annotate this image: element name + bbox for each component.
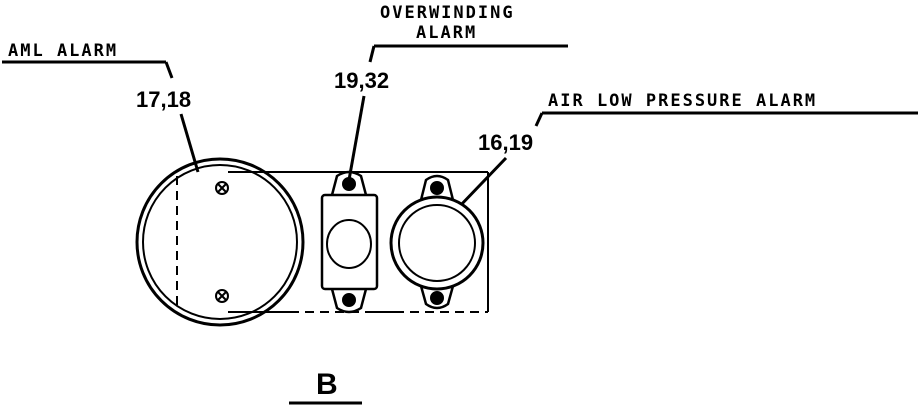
aml-lower-screw bbox=[215, 289, 229, 303]
air-low-pressure-alarm-callout: AIR LOW PRESSURE ALARM 16,19 bbox=[456, 91, 918, 210]
overwinding-top-lug bbox=[330, 170, 368, 196]
overwinding-alarm-title-line2: ALARM bbox=[416, 23, 477, 43]
air-outer-ring bbox=[389, 195, 485, 291]
aml-bell-inner-rim bbox=[142, 164, 298, 320]
air-top-screw bbox=[430, 181, 444, 195]
aml-upper-screw bbox=[215, 181, 229, 195]
air-low-pressure-alarm-elbow bbox=[534, 112, 544, 127]
overwinding-alarm-elbow bbox=[368, 45, 376, 63]
mounting-panel bbox=[228, 171, 489, 313]
air-bottom-lug bbox=[419, 285, 455, 310]
overwinding-top-screw bbox=[342, 177, 356, 191]
overwinding-face bbox=[326, 219, 372, 269]
air-low-pressure-alarm-leader bbox=[456, 156, 508, 210]
overwinding-body bbox=[320, 193, 379, 291]
overwinding-alarm-buzzer bbox=[320, 170, 379, 314]
aml-alarm-refs: 17,18 bbox=[136, 87, 191, 112]
view-letter: B bbox=[316, 368, 338, 401]
aml-alarm-callout: AML ALARM 17,18 bbox=[2, 41, 200, 173]
overwinding-alarm-leader bbox=[347, 95, 366, 181]
aml-alarm-title: AML ALARM bbox=[8, 41, 118, 61]
air-top-lug bbox=[419, 174, 455, 201]
aml-alarm-bell bbox=[135, 157, 305, 327]
overwinding-alarm-callout: OVERWINDING ALARM 19,32 bbox=[334, 3, 568, 181]
air-bottom-screw bbox=[430, 291, 444, 305]
air-low-pressure-alarm-title: AIR LOW PRESSURE ALARM bbox=[548, 91, 817, 111]
overwinding-bottom-screw bbox=[342, 293, 356, 307]
aml-alarm-elbow bbox=[164, 61, 174, 79]
overwinding-alarm-title-line1: OVERWINDING bbox=[380, 3, 515, 23]
aml-bell-outer-rim bbox=[135, 157, 305, 327]
overwinding-bottom-lug bbox=[330, 288, 368, 314]
overwinding-alarm-refs: 19,32 bbox=[334, 68, 389, 93]
air-inner-ring bbox=[398, 204, 476, 282]
air-low-pressure-alarm-buzzer bbox=[389, 174, 485, 310]
view-label: B bbox=[289, 368, 362, 405]
air-low-pressure-alarm-refs: 16,19 bbox=[478, 130, 533, 155]
